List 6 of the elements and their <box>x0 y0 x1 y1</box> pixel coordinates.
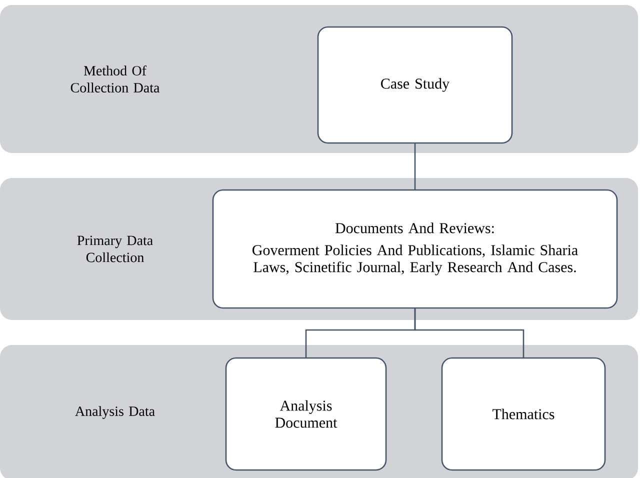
process-box: Analysis Document <box>225 357 387 471</box>
connector <box>414 308 524 358</box>
process-box: Thematics <box>441 357 606 471</box>
process-box: Documents And Reviews: Goverment Policies And Publications, Islamic Sharia Laws, Scinetific Journal, Early Research And Cases. <box>212 189 618 309</box>
process-box: Case Study <box>317 26 513 144</box>
connector <box>414 143 416 190</box>
